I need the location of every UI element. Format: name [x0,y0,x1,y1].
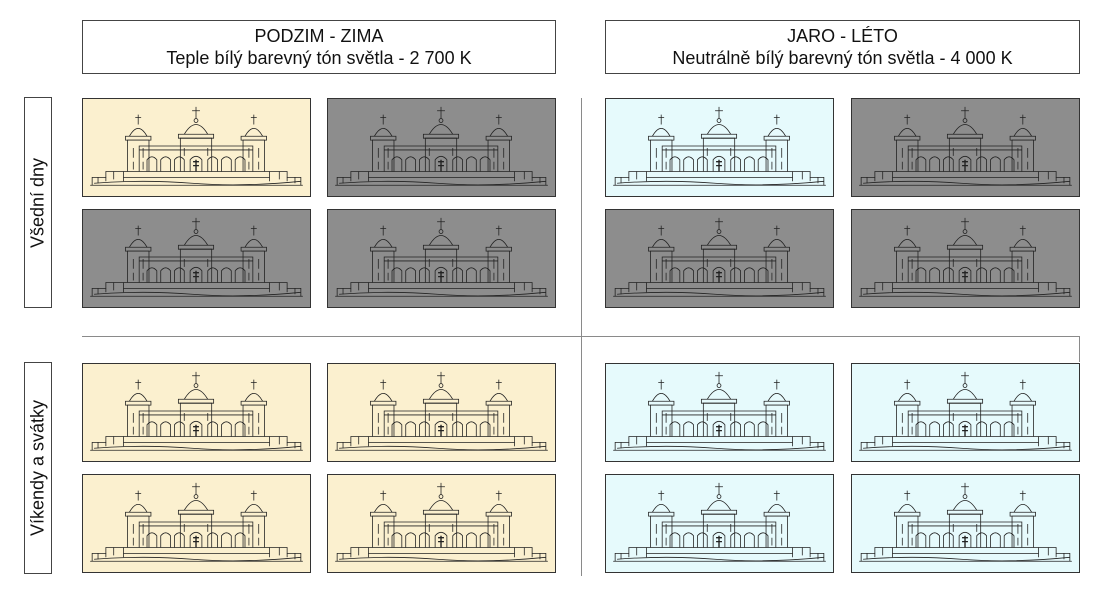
church-lighting-panel-off [327,98,556,197]
church-facade-drawing [335,217,548,297]
divider-end-tick [1079,336,1080,362]
church-lighting-panel-cool [605,98,834,197]
church-lighting-panel-warm [327,363,556,462]
church-facade-drawing [613,482,826,562]
light-tone-caption: Teple bílý barevný tón světla - 2 700 K [166,48,472,68]
church-facade-drawing [613,217,826,297]
row-label-text: Víkendy a svátky [27,399,48,537]
church-facade-drawing [90,482,303,562]
church-lighting-panel-off [605,209,834,308]
church-facade-drawing [335,371,548,451]
church-lighting-panel-warm [82,98,311,197]
row-label-text: Všední dny [27,157,48,248]
church-facade-drawing [859,217,1072,297]
church-facade-drawing [335,482,548,562]
church-facade-drawing [90,217,303,297]
church-facade-drawing [90,371,303,451]
church-lighting-panel-off [82,209,311,308]
church-facade-drawing [335,106,548,186]
church-lighting-panel-cool [851,474,1080,573]
church-lighting-panel-off [851,98,1080,197]
church-facade-drawing [90,106,303,186]
church-facade-drawing [613,371,826,451]
church-lighting-panel-warm [82,363,311,462]
light-tone-caption: Neutrálně bílý barevný tón světla - 4 00… [672,48,1013,68]
church-facade-drawing [613,106,826,186]
season-divider [581,98,582,576]
row-label-weekends: Víkendy a svátky [24,362,52,574]
church-lighting-panel-cool [851,363,1080,462]
church-lighting-panel-warm [82,474,311,573]
church-lighting-panel-cool [605,474,834,573]
row-label-weekdays: Všední dny [24,97,52,308]
day-type-divider [82,336,1080,337]
season-header-autumn-winter: PODZIM - ZIMA Teple bílý barevný tón svě… [82,20,556,74]
church-lighting-panel-off [327,209,556,308]
church-lighting-panel-warm [327,474,556,573]
church-lighting-panel-off [851,209,1080,308]
church-facade-drawing [859,371,1072,451]
church-facade-drawing [859,106,1072,186]
season-header-spring-summer: JARO - LÉTO Neutrálně bílý barevný tón s… [605,20,1080,74]
church-facade-drawing [859,482,1072,562]
season-title: JARO - LÉTO [787,26,898,46]
season-title: PODZIM - ZIMA [254,26,384,46]
church-lighting-panel-cool [605,363,834,462]
